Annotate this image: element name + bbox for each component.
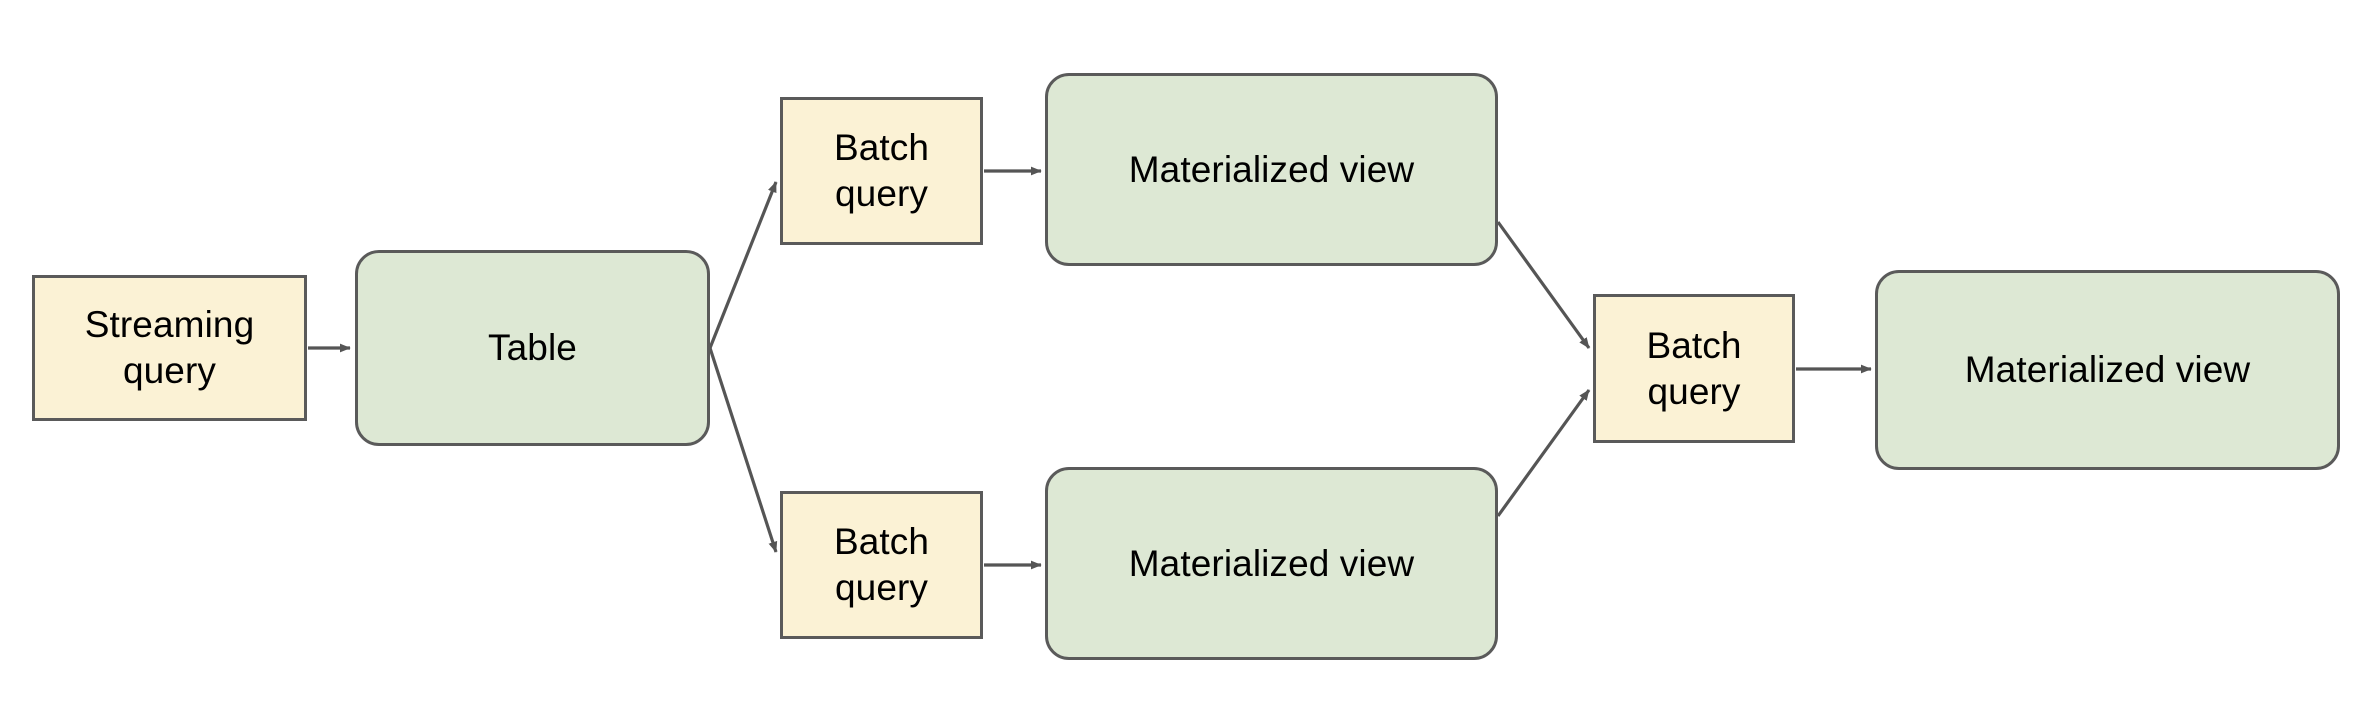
node-batch-query-join[interactable]: Batch query [1593,294,1795,443]
node-batch-query-bottom[interactable]: Batch query [780,491,983,639]
node-materialized-view-top-label: Materialized view [1128,148,1415,190]
node-materialized-view-final[interactable]: Materialized view [1875,270,2340,470]
node-batch-query-top-label: Batch query [833,127,930,214]
node-batch-query-bottom-label: Batch query [833,521,930,608]
node-streaming-query-label: Streaming query [84,304,255,391]
node-materialized-view-bottom-label: Materialized view [1128,542,1415,584]
node-table[interactable]: Table [355,250,710,446]
edge-materialized-view-bottom-to-batch-query-join [1496,389,1591,517]
node-table-label: Table [488,327,577,369]
edge-table-to-batch-query-bottom [708,347,778,553]
node-batch-query-top[interactable]: Batch query [780,97,983,245]
edge-materialized-view-top-to-batch-query-join [1496,221,1591,349]
node-materialized-view-top[interactable]: Materialized view [1045,73,1498,266]
edge-table-to-batch-query-top [708,181,778,349]
node-materialized-view-final-label: Materialized view [1964,349,2251,391]
node-streaming-query[interactable]: Streaming query [32,275,307,421]
node-batch-query-join-label: Batch query [1646,324,1742,412]
node-materialized-view-bottom[interactable]: Materialized view [1045,467,1498,660]
